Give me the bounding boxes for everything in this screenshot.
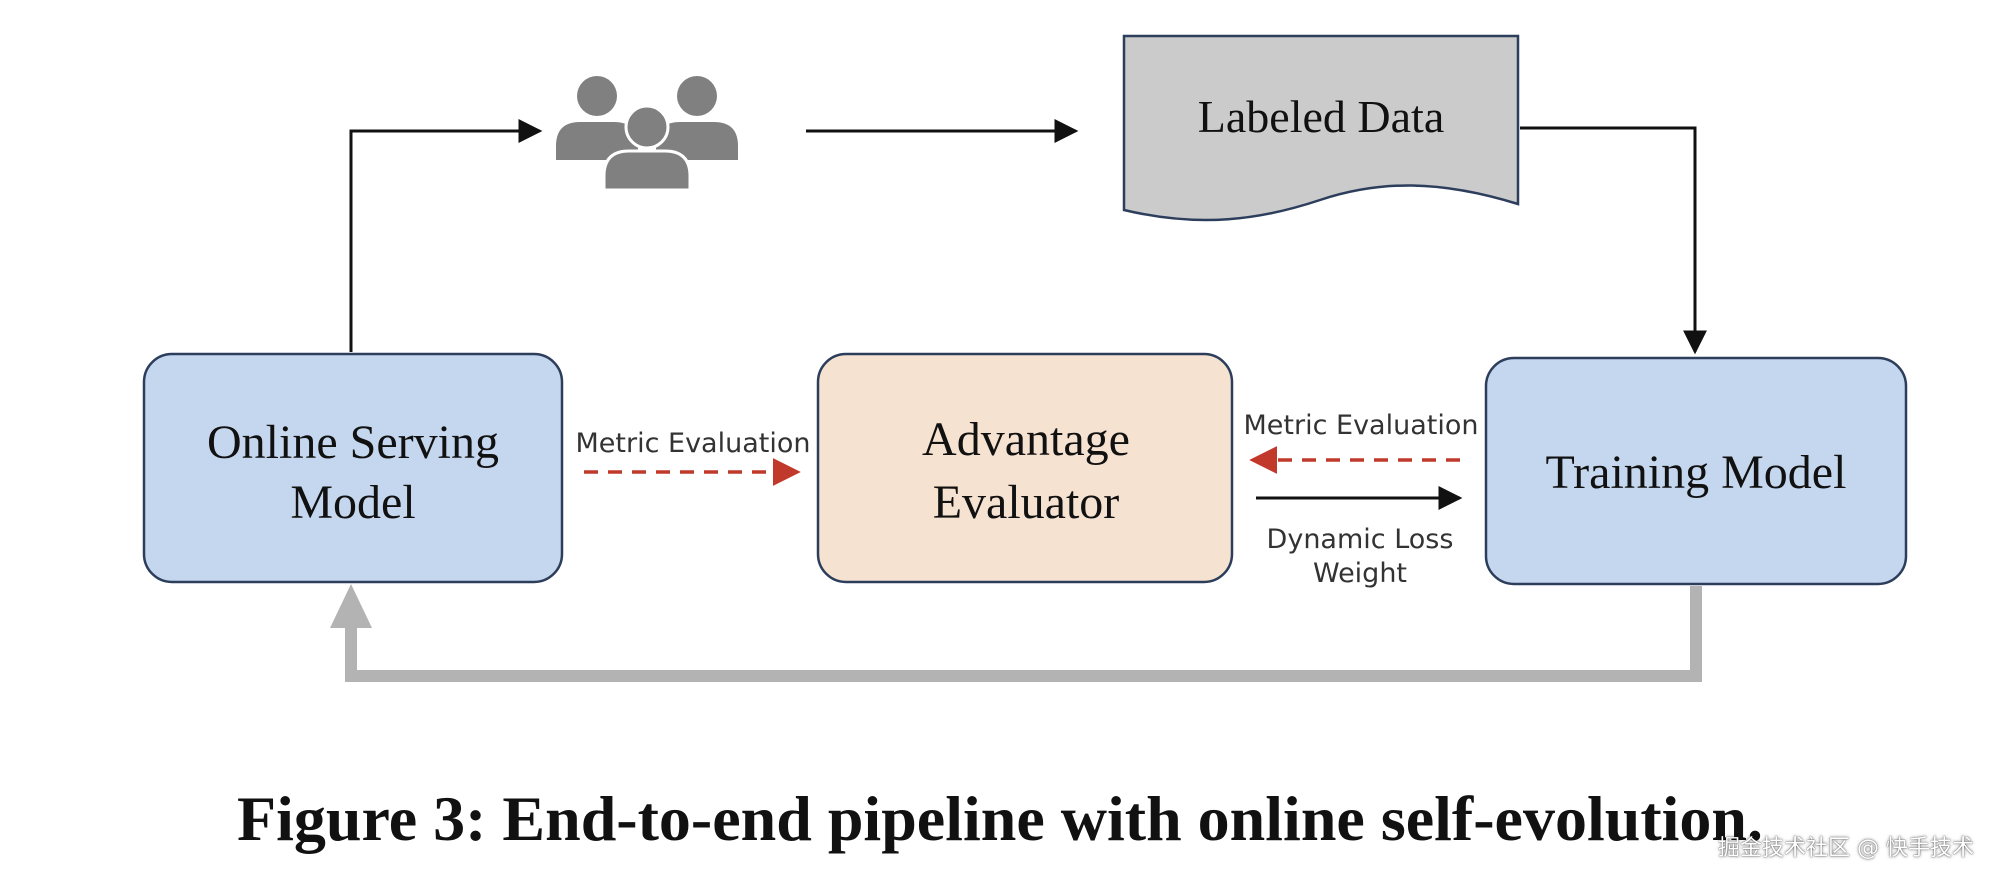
edge-dynamic-loss-weight: Dynamic Loss Weight xyxy=(1256,486,1463,589)
dynamic-loss-label-line1: Dynamic Loss xyxy=(1267,524,1454,555)
training-model-node: Training Model xyxy=(1484,356,1908,586)
edge-metric-eval-right: Metric Evaluation xyxy=(1244,410,1479,474)
watermark: 掘金技术社区 @ 快手技术 xyxy=(1718,836,1974,861)
edge-serving-to-users xyxy=(349,119,543,352)
edge-metric-eval-left: Metric Evaluation xyxy=(576,428,811,486)
labeled-data-node: Labeled Data xyxy=(1122,34,1520,222)
online-serving-label-line1: Online Serving xyxy=(207,416,499,469)
labeled-data-label: Labeled Data xyxy=(1198,91,1444,142)
metric-evaluation-label-left: Metric Evaluation xyxy=(576,428,811,459)
dynamic-loss-label-line2: Weight xyxy=(1313,558,1407,589)
edge-feedback-training-to-serving xyxy=(330,584,1702,682)
online-serving-model-node: Online Serving Model xyxy=(142,352,564,584)
edge-labeled-data-to-training xyxy=(1520,126,1707,355)
online-serving-label-line2: Model xyxy=(290,476,415,529)
advantage-evaluator-label-line2: Evaluator xyxy=(933,476,1120,529)
advantage-evaluator-label-line1: Advantage xyxy=(922,413,1130,466)
advantage-evaluator-node: Advantage Evaluator xyxy=(816,352,1234,584)
figure-caption: Figure 3: End-to-end pipeline with onlin… xyxy=(236,783,1764,854)
metric-evaluation-label-right: Metric Evaluation xyxy=(1244,410,1479,441)
users-group-icon xyxy=(556,76,738,192)
training-model-label: Training Model xyxy=(1546,446,1847,499)
